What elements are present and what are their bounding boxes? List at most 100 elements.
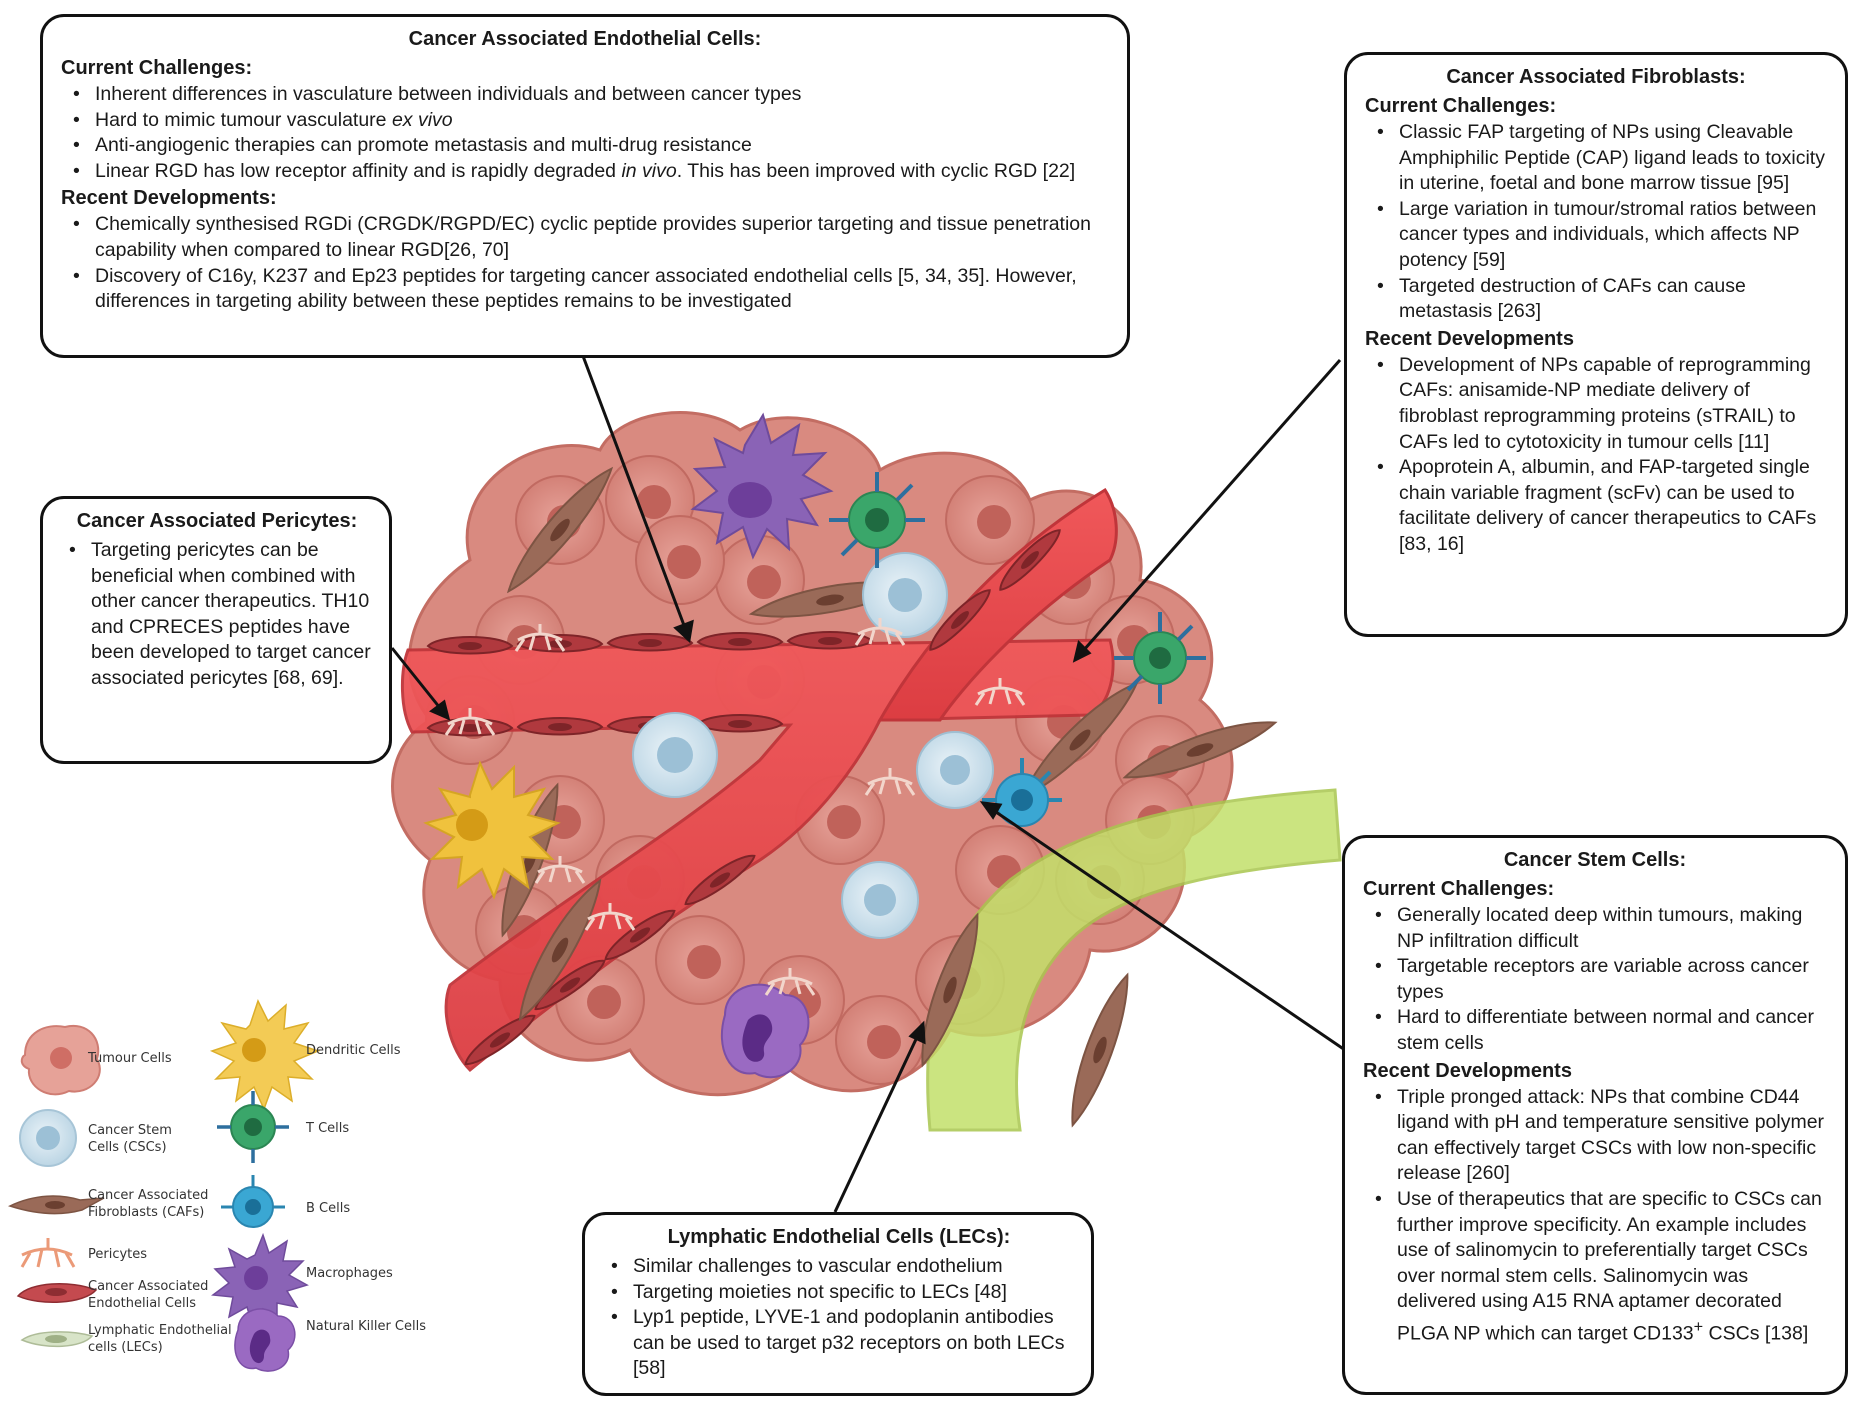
tumour-cell (835, 995, 925, 1085)
legend-label-tumour: Tumour Cells (88, 1051, 172, 1066)
legend-bcell-icon (221, 1175, 285, 1228)
endothelial-developments-list: Chemically synthesised RGDi (CRGDK/RGPD/… (61, 212, 1109, 314)
legend-label-pericytes: Pericytes (88, 1247, 148, 1262)
legend-caf-icon (7, 1195, 105, 1215)
pericytes-item: Targeting pericytes can be beneficial wh… (69, 538, 377, 692)
stem-challenge-item: Targetable receptors are variable across… (1375, 954, 1827, 1005)
legend-lec-icon (20, 1331, 94, 1348)
stem-challenges-list: Generally located deep within tumours, m… (1363, 903, 1827, 1057)
legend-label-cae-line2: Endothelial Cells (88, 1296, 196, 1311)
legend-tcell-icon (217, 1091, 289, 1163)
endothelial-challenge-item: Hard to mimic tumour vasculature ex vivo (73, 108, 1109, 134)
t-cell (829, 472, 925, 568)
nk-cell (720, 983, 810, 1079)
endothelial-challenge-item: Inherent differences in vasculature betw… (73, 82, 1109, 108)
fibroblasts-challenge-item: Large variation in tumour/stromal ratios… (1377, 197, 1827, 274)
endothelial-cell (516, 717, 604, 736)
fibroblasts (501, 466, 1278, 1128)
endothelial-cell (426, 636, 514, 655)
fibroblast-cell (1071, 972, 1129, 1128)
endothelial-title: Cancer Associated Endothelial Cells: (408, 28, 762, 50)
lymphatic-item: Similar challenges to vascular endotheli… (611, 1254, 1079, 1280)
dendritic-cell (423, 760, 561, 900)
b-cell (982, 758, 1062, 827)
fibroblasts-developments-list: Development of NPs capable of reprogramm… (1365, 353, 1827, 558)
macrophage (690, 412, 834, 560)
fibroblasts-development-item: Apoprotein A, albumin, and FAP-targeted … (1377, 455, 1827, 557)
leader-lines (390, 355, 1346, 1213)
legend-label-nk: Natural Killer Cells (306, 1319, 426, 1334)
pericytes-box: Cancer Associated Pericytes: Targeting p… (40, 496, 392, 764)
fibroblasts-challenges-heading: Current Challenges: (1365, 95, 1557, 117)
legend-tumour-icon (20, 1024, 101, 1096)
endothelial-development-item: Discovery of C16y, K237 and Ep23 peptide… (73, 264, 1109, 315)
legend-label-caf-line2: Fibroblasts (CAFs) (88, 1205, 205, 1220)
fibroblasts-challenge-item: Classic FAP targeting of NPs using Cleav… (1377, 120, 1827, 197)
fibroblast-cell (1122, 721, 1278, 779)
stem-title: Cancer Stem Cells: (1503, 849, 1687, 871)
stem-challenge-item: Generally located deep within tumours, m… (1375, 903, 1827, 954)
pericyte-cell (764, 968, 816, 996)
endothelial-challenges-list: Inherent differences in vasculature betw… (61, 82, 1109, 184)
lymphatic-item: Targeting moieties not specific to LECs … (611, 1280, 1079, 1306)
tumour-cell (945, 475, 1035, 565)
endothelial-cell (929, 589, 991, 651)
legend-label-stem-line1: Cancer Stem (88, 1123, 172, 1138)
pericyte-cell (514, 624, 566, 652)
legend-endothelial-icon (16, 1283, 98, 1303)
legend-icons (7, 999, 321, 1372)
pericytes (444, 618, 1026, 996)
stem-development-item: Use of therapeutics that are specific to… (1375, 1187, 1827, 1347)
fibroblast-cell (506, 466, 614, 594)
fibroblasts-box: Cancer Associated Fibroblasts: Current C… (1344, 52, 1848, 637)
pericyte-cell (444, 708, 496, 736)
pericyte-cell (584, 903, 636, 931)
legend-label-dendritic: Dendritic Cells (306, 1043, 401, 1058)
legend-label-bcells: B Cells (306, 1201, 351, 1216)
fibroblasts-developments-heading: Recent Developments (1365, 327, 1574, 350)
legend-label-stem-line2: Cells (CSCs) (88, 1140, 167, 1155)
lymphatic-box: Lymphatic Endothelial Cells (LECs): Simi… (582, 1212, 1094, 1396)
endothelial-challenge-italic: ex vivo (391, 108, 453, 131)
endothelial-cell (684, 854, 756, 906)
pericyte-cell (534, 856, 586, 884)
endothelial-cell (426, 718, 514, 737)
lymphatic-list: Similar challenges to vascular endotheli… (599, 1254, 1079, 1382)
endothelial-challenges-heading: Current Challenges: (61, 57, 253, 79)
legend-nk-icon (234, 1308, 296, 1372)
legend-label-caf-line1: Cancer Associated (88, 1188, 209, 1203)
endothelial-cell (464, 1014, 536, 1066)
stem-challenge-item: Hard to differentiate between normal and… (1375, 1005, 1827, 1056)
legend-dendritic-icon (209, 999, 321, 1111)
legend-label-macrophages: Macrophages (306, 1266, 393, 1281)
legend-label-cae-line1: Cancer Associated (88, 1279, 209, 1294)
pericytes-title: Cancer Associated Pericytes: (76, 510, 358, 532)
pericyte-cell (864, 768, 916, 796)
stem-developments-heading: Recent Developments (1363, 1059, 1572, 1082)
stem-cells (632, 552, 994, 939)
legend-stem-icon (19, 1109, 77, 1167)
endothelial-cell (999, 529, 1061, 591)
endothelial-cell (606, 633, 694, 652)
lymphatic-item: Lyp1 peptide, LYVE-1 and podoplanin anti… (611, 1305, 1079, 1382)
endothelial-development-item: Chemically synthesised RGDi (CRGDK/RGPD/… (73, 212, 1109, 263)
legend-label-lec-line1: Lymphatic Endothelial (88, 1323, 232, 1338)
pericytes-list: Targeting pericytes can be beneficial wh… (57, 538, 377, 692)
stem-development-superscript: + (1693, 1317, 1704, 1336)
stem-cells-box: Cancer Stem Cells: Current Challenges: G… (1342, 835, 1848, 1395)
tumour-cell (635, 515, 725, 605)
endothelial-cell (696, 714, 784, 733)
fibroblast-cell (518, 878, 602, 1022)
endothelial-challenge-item: Anti-angiogenic therapies can promote me… (73, 133, 1109, 159)
pericyte-cell (974, 678, 1026, 706)
legend-label-tcells: T Cells (306, 1121, 350, 1136)
endothelial-cell (604, 909, 676, 961)
endothelial-cells-box: Cancer Associated Endothelial Cells: Cur… (40, 14, 1130, 358)
endothelial-cell (696, 632, 784, 651)
fibroblasts-development-item: Development of NPs capable of reprogramm… (1377, 353, 1827, 455)
fibroblast-cell (921, 912, 979, 1068)
